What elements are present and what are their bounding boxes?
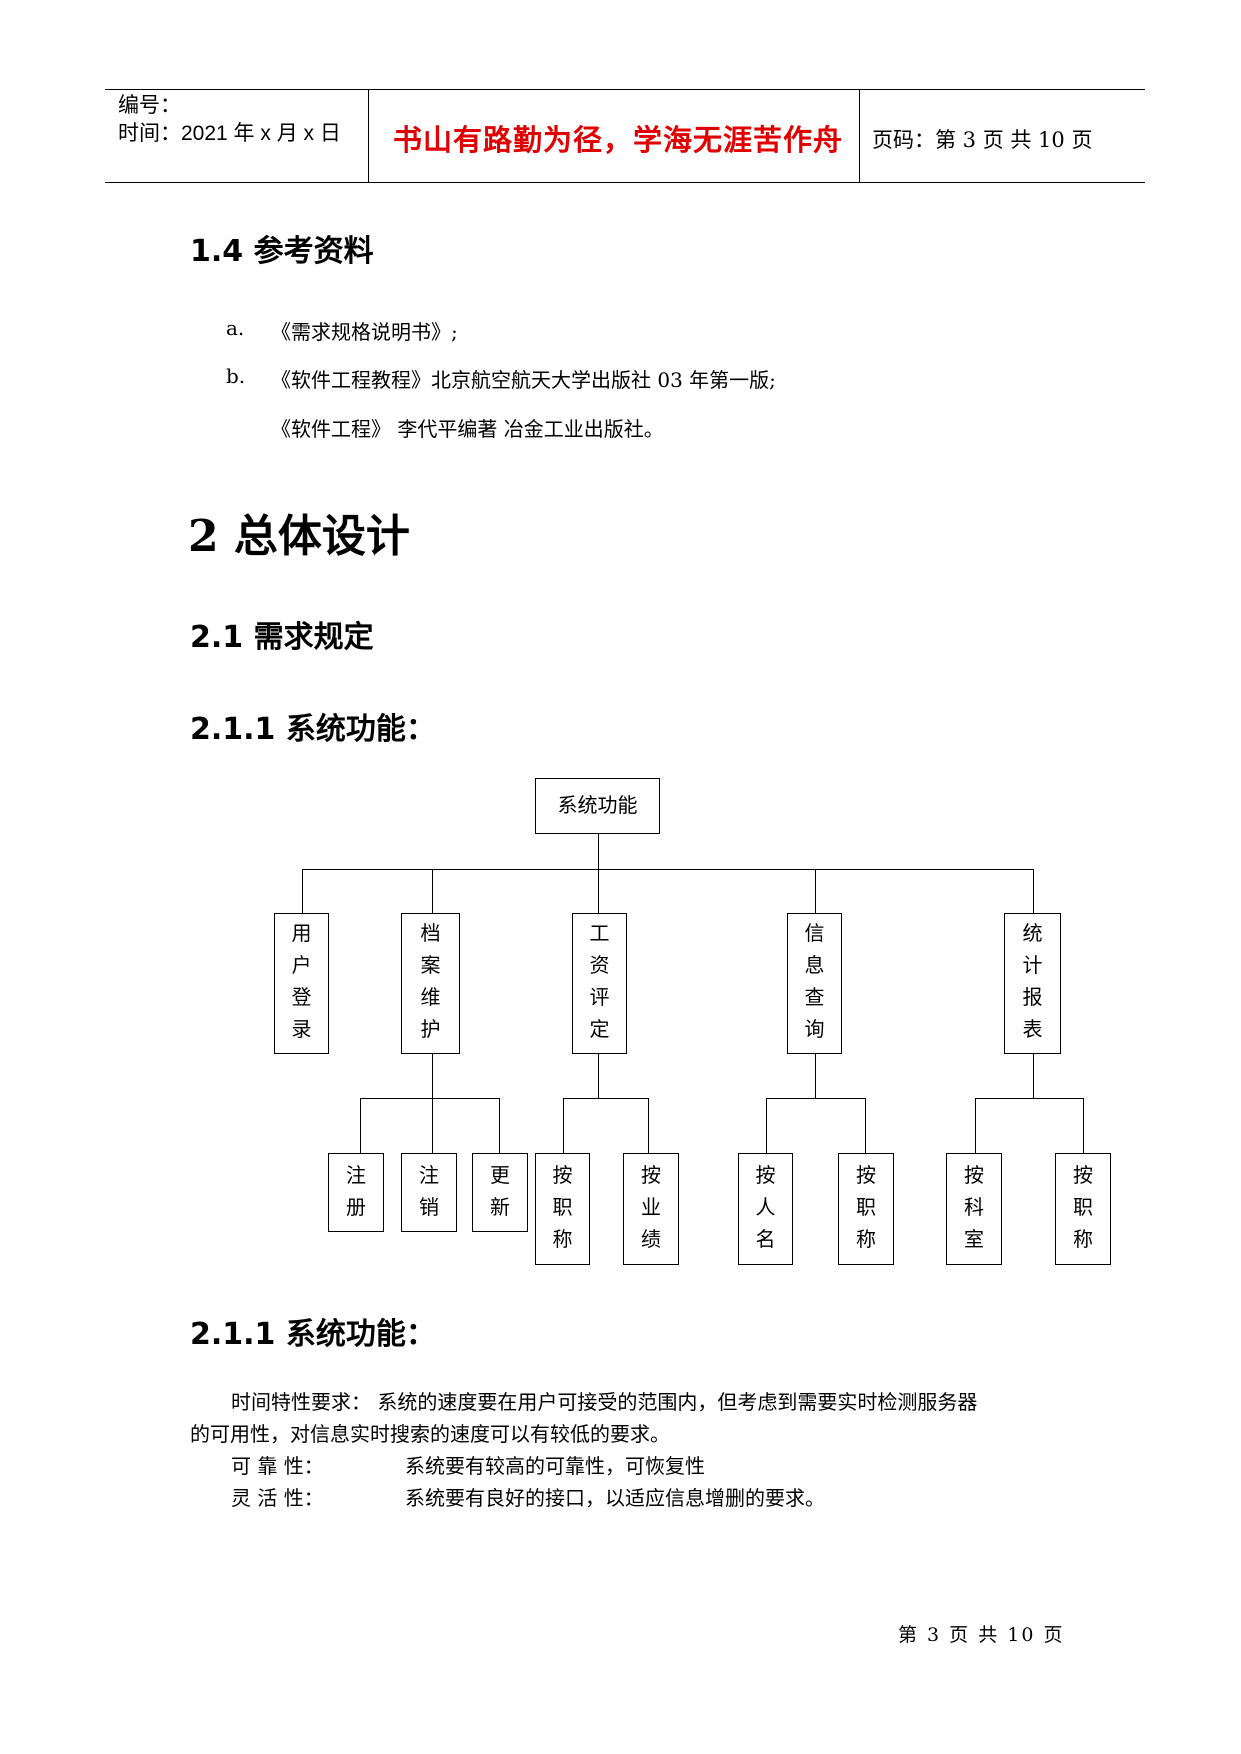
footer-page-number: 第 3 页 共 10 页 — [898, 1624, 1065, 1646]
root-node: 系统功能 — [535, 778, 660, 834]
l2-drop-query-1 — [766, 1098, 767, 1153]
l2-stem-archive — [432, 1054, 433, 1098]
l1-drop-2 — [432, 869, 433, 913]
l2-bus-query — [766, 1098, 866, 1099]
l2-stem-report — [1033, 1054, 1034, 1098]
l1-drop-1 — [302, 869, 303, 913]
node-info-query: 信息查询 — [787, 913, 842, 1054]
ref-c-text: 《软件工程》 李代平编著 冶金工业出版社。 — [271, 417, 664, 441]
l2-drop-salary-2 — [648, 1098, 649, 1153]
l2-stem-salary — [598, 1054, 599, 1098]
node-register: 注册 — [328, 1153, 384, 1232]
node-user-login: 用户登录 — [274, 913, 329, 1054]
header-motto: 书山有路勤为径，学海无涯苦作舟 — [393, 123, 844, 157]
ref-b-marker: b. — [226, 364, 246, 388]
section-2-1-title: 2.1 需求规定 — [190, 620, 374, 655]
header-time-label: 时间：2021 年 x 月 x 日 — [118, 122, 341, 145]
l2-drop-report-1 — [975, 1098, 976, 1153]
l2-drop-archive-1 — [360, 1098, 361, 1153]
node-stat-report: 统计报表 — [1004, 913, 1061, 1054]
node-salary-by-performance: 按业绩 — [623, 1153, 679, 1265]
ref-a-text: 《需求规格说明书》; — [271, 320, 458, 344]
l2-bus-report — [975, 1098, 1084, 1099]
section-2-1-1-title-repeat: 2.1.1 系统功能： — [190, 1317, 436, 1352]
header-page-info: 页码：第 3 页 共 10 页 — [872, 128, 1093, 152]
req-flexibility-label: 灵 活 性： — [231, 1486, 324, 1510]
l2-stem-query — [815, 1054, 816, 1098]
section-2-1-1-title: 2.1.1 系统功能： — [190, 712, 436, 747]
ref-a-marker: a. — [226, 316, 245, 340]
node-report-by-title: 按职称 — [1055, 1153, 1111, 1265]
node-salary-evaluation: 工资评定 — [572, 913, 627, 1054]
req-flexibility-text: 系统要有良好的接口，以适应信息增删的要求。 — [405, 1486, 825, 1510]
header-number-label: 编号： — [118, 94, 181, 117]
header-divider-1 — [368, 89, 369, 182]
root-stem — [598, 834, 599, 870]
l2-drop-archive-3 — [499, 1098, 500, 1153]
req-time-line-1: 时间特性要求： 系统的速度要在用户可接受的范围内，但考虑到需要实时检测服务器 — [231, 1390, 978, 1414]
level1-bus — [302, 869, 1034, 870]
node-report-by-dept: 按科室 — [946, 1153, 1002, 1265]
node-salary-by-title: 按职称 — [535, 1153, 590, 1265]
node-deregister: 注销 — [401, 1153, 457, 1232]
l2-drop-salary-1 — [563, 1098, 564, 1153]
l2-bus-archive — [360, 1098, 499, 1099]
section-1-4-title: 1.4 参考资料 — [190, 234, 374, 269]
l2-drop-report-2 — [1083, 1098, 1084, 1153]
l2-drop-archive-2 — [432, 1098, 433, 1153]
node-query-by-title: 按职称 — [838, 1153, 894, 1265]
header-bottom-rule — [105, 182, 1145, 183]
req-reliability-text: 系统要有较高的可靠性，可恢复性 — [405, 1454, 705, 1478]
header-divider-2 — [859, 89, 860, 182]
node-archive-maintenance: 档案维护 — [401, 913, 460, 1054]
l1-drop-3 — [598, 869, 599, 913]
node-update: 更新 — [472, 1153, 528, 1232]
req-reliability-label: 可 靠 性： — [231, 1454, 324, 1478]
ref-b-text: 《软件工程教程》北京航空航天大学出版社 03 年第一版; — [271, 368, 776, 392]
l2-drop-query-2 — [865, 1098, 866, 1153]
header-top-rule — [105, 89, 1145, 90]
l2-bus-salary — [563, 1098, 649, 1099]
node-query-by-name: 按人名 — [738, 1153, 793, 1265]
req-time-line-2: 的可用性，对信息实时搜索的速度可以有较低的要求。 — [190, 1422, 670, 1446]
section-2-title: 2 总体设计 — [188, 511, 410, 562]
l1-drop-5 — [1033, 869, 1034, 913]
l1-drop-4 — [815, 869, 816, 913]
